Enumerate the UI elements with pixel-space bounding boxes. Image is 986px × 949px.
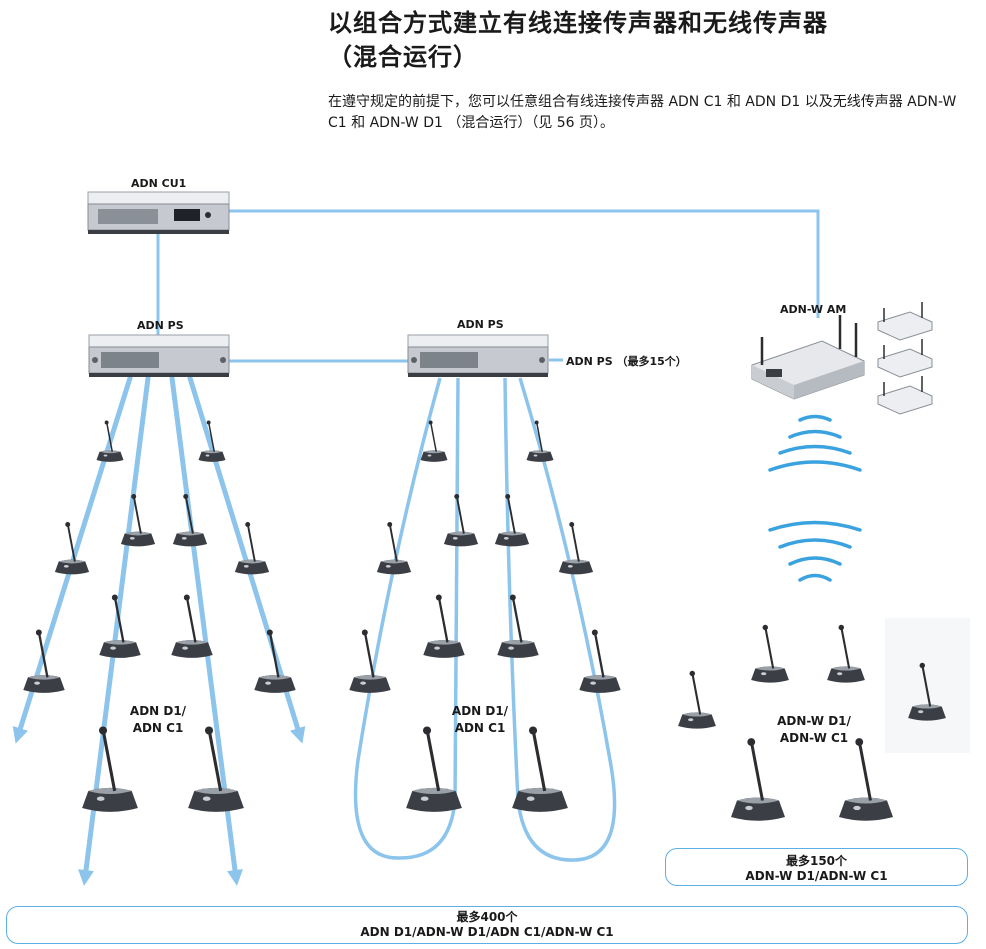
- total-max-models: ADN D1/ADN-W D1/ADN C1/ADN-W C1: [360, 925, 614, 939]
- label-access-module: ADN-W AM: [780, 303, 847, 316]
- microphone-icon: [493, 493, 531, 548]
- middle-cable-loops: [353, 377, 617, 862]
- microphone-icon: [677, 669, 717, 730]
- central-unit-icon: [87, 191, 230, 234]
- label-group-left: ADN D1/ ADN C1: [129, 704, 187, 735]
- microphone-icon: [375, 521, 413, 576]
- page-title: 以组合方式建立有线连接传声器和无线传声器 （混合运行）: [328, 6, 968, 74]
- microphone-icon: [95, 419, 125, 463]
- cable-cu1-to-access-module: [229, 209, 820, 318]
- microphone-icon: [729, 736, 787, 823]
- microphone-icon: [496, 593, 540, 660]
- label-cu1: ADN CU1: [131, 177, 187, 190]
- microphone-icon: [348, 628, 392, 695]
- wireless-signal-icon: [768, 414, 862, 582]
- microphone-icon: [422, 593, 466, 660]
- intro-text: 在遵守规定的前提下，您可以任意组合有线连接传声器 ADN C1 和 ADN D1…: [328, 94, 957, 131]
- wireless-max-count: 最多150个: [785, 854, 848, 868]
- microphone-icon: [22, 628, 66, 695]
- total-max-box: 最多400个 ADN D1/ADN-W D1/ADN C1/ADN-W C1: [6, 906, 968, 944]
- microphone-icon: [80, 724, 140, 814]
- label-ps-mid: ADN PS: [457, 318, 504, 331]
- power-supply-icon: [407, 334, 549, 378]
- label-ps-more: ADN PS （最多15个）: [566, 355, 687, 368]
- label-ps-left: ADN PS: [137, 319, 184, 332]
- microphone-icon: [557, 521, 595, 576]
- microphone-icon: [510, 724, 570, 814]
- microphone-icon: [253, 628, 297, 695]
- left-cable-tree: [12, 375, 306, 886]
- wireless-max-box: 最多150个 ADN-W D1/ADN-W C1: [665, 848, 968, 886]
- label-group-wireless: ADN-W D1/ ADN-W C1: [777, 714, 851, 745]
- total-max-count: 最多400个: [456, 910, 518, 924]
- wireless-panel: [885, 618, 970, 753]
- microphones-left-group: [22, 419, 297, 814]
- microphone-icon: [750, 623, 790, 684]
- label-group-middle: ADN D1/ ADN C1: [451, 704, 509, 735]
- microphone-icon: [525, 419, 555, 463]
- access-module-icon: [751, 315, 865, 400]
- microphone-icon: [170, 593, 214, 660]
- power-supply-icon: [88, 334, 230, 378]
- microphone-icon: [442, 493, 480, 548]
- microphone-icon: [826, 623, 866, 684]
- wireless-max-models: ADN-W D1/ADN-W C1: [745, 869, 888, 883]
- microphone-icon: [837, 736, 895, 823]
- title-line-2: （混合运行）: [328, 43, 478, 71]
- microphone-icon: [119, 493, 157, 548]
- access-modules-extra: [877, 302, 933, 415]
- title-line-1: 以组合方式建立有线连接传声器和无线传声器: [328, 9, 828, 37]
- cable-network: [156, 209, 820, 363]
